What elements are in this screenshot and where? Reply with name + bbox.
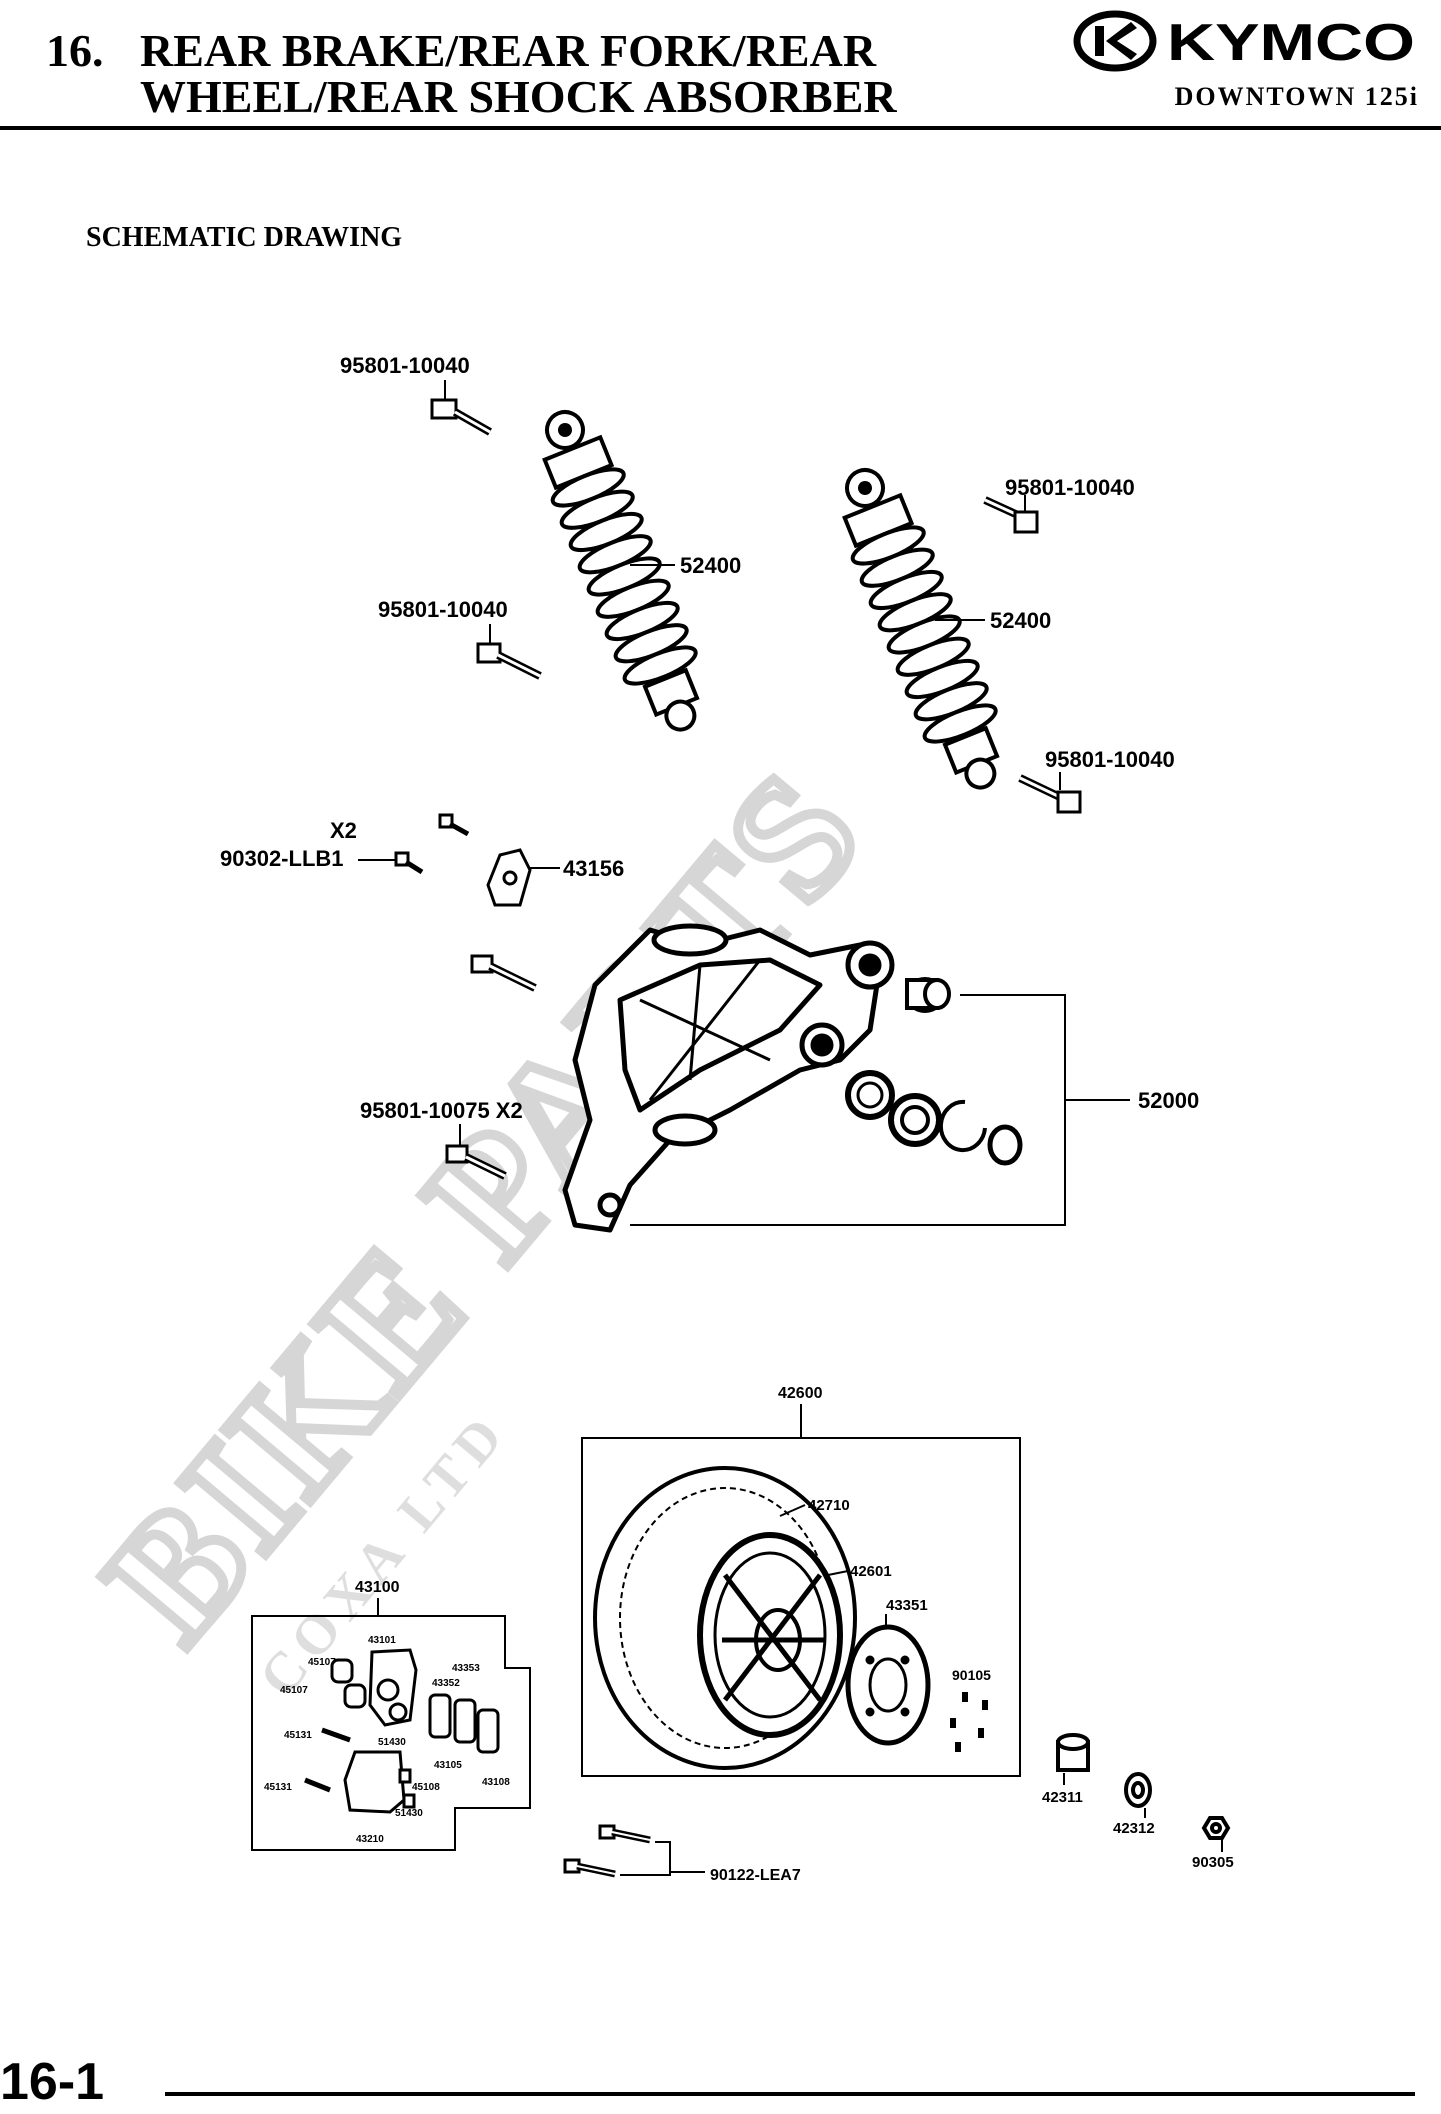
label-bolt-top-left: 95801-10040 (340, 353, 470, 378)
label-pad-43108: 43108 (482, 1777, 510, 1788)
wheel-box (581, 1437, 1021, 1777)
label-wheel-assembly: 42600 (778, 1385, 823, 1402)
shock-absorber-left (542, 410, 700, 732)
fork-bearing (888, 1093, 942, 1147)
bolt-top-left (430, 398, 492, 436)
axle-bolt-1 (598, 1824, 651, 1844)
bolt-small-2 (394, 851, 424, 875)
axle-bolt-2 (563, 1858, 616, 1878)
bolt-small-1 (438, 813, 470, 837)
rear-rim (697, 1532, 843, 1738)
label-pad-43105: 43105 (434, 1760, 462, 1771)
label-caliper-body: 43101 (368, 1635, 396, 1646)
label-bleeder-1: 45131 (284, 1730, 312, 1741)
label-rim: 42601 (850, 1563, 892, 1580)
brand-name: KYMCO (1167, 14, 1415, 72)
fork-circlip (939, 1099, 987, 1152)
bolt-mid-left (476, 642, 542, 680)
label-disc-bolts: 90105 (952, 1667, 991, 1683)
footer-rule (165, 2092, 1415, 2096)
label-bolt-small: 90302-LLB1 (220, 846, 344, 871)
label-bolt-lower-right: 95801-10040 (1045, 747, 1175, 772)
caliper-box (251, 1615, 531, 1851)
bolt-fork-upper (470, 954, 537, 992)
disc-bolts (950, 1692, 988, 1752)
label-caliper-assembly: 43100 (355, 1579, 400, 1596)
brake-disc (845, 1624, 931, 1746)
rear-fork (562, 923, 895, 1233)
fork-bushing (905, 977, 951, 1013)
page-number: 16-1 (0, 2053, 105, 2111)
header-rule (0, 126, 1441, 130)
label-spring-45108: 45108 (412, 1782, 440, 1793)
bracket-43156 (486, 848, 532, 907)
label-bolt-qty-x2: X2 (330, 818, 357, 843)
fork-seal (845, 1070, 895, 1120)
bolt-top-right (983, 496, 1039, 534)
label-bracket-43210: 43210 (356, 1834, 384, 1845)
label-washer: 42312 (1113, 1820, 1155, 1837)
label-piston-1: 45107 (308, 1657, 336, 1668)
label-bracket: 43156 (563, 856, 624, 881)
label-pin-1: 51430 (378, 1737, 406, 1748)
label-axle-bolts: 90122-LEA7 (710, 1867, 801, 1884)
label-fork-assembly: 52000 (1138, 1088, 1199, 1113)
section-number: 16. (46, 25, 104, 76)
kymco-logo: KYMCO (1073, 10, 1415, 72)
label-bolt-top-right: 95801-10040 (1005, 475, 1135, 500)
label-disc: 43351 (886, 1597, 928, 1614)
label-bolt-fork: 95801-10075 X2 (360, 1098, 523, 1123)
title-line-2: WHEEL/REAR SHOCK ABSORBER (140, 71, 897, 122)
section-title: SCHEMATIC DRAWING (86, 222, 403, 253)
label-nut: 90305 (1192, 1854, 1234, 1871)
label-tire: 42710 (808, 1497, 850, 1514)
label-collar: 42311 (1042, 1789, 1083, 1806)
label-shock-right: 52400 (990, 608, 1051, 633)
shock-absorber-right (842, 468, 1000, 790)
label-caliper-43352: 43352 (432, 1678, 460, 1689)
label-caliper-43353: 43353 (452, 1663, 480, 1674)
bolt-fork-lower (445, 1144, 507, 1180)
title-line-1: REAR BRAKE/REAR FORK/REAR (140, 25, 877, 76)
label-pin-2: 51430 (395, 1808, 423, 1819)
model-name: DOWNTOWN 125i (1174, 82, 1419, 111)
nut-90305 (1201, 1816, 1231, 1840)
bolt-lower-right (1018, 774, 1082, 814)
label-bolt-mid-left: 95801-10040 (378, 597, 508, 622)
washer-42312 (1124, 1772, 1152, 1808)
fork-ring (987, 1124, 1023, 1166)
label-shock-left: 52400 (680, 553, 741, 578)
caliper-parts (304, 1648, 500, 1814)
chapter-title: 16. REAR BRAKE/REAR FORK/REAR WHEEL/REAR … (46, 28, 897, 120)
brand-block: KYMCO DOWNTOWN 125i (1071, 0, 1421, 120)
collar-42311 (1056, 1733, 1090, 1772)
label-bleeder-2: 45131 (264, 1782, 292, 1793)
label-piston-2: 45107 (280, 1685, 308, 1696)
